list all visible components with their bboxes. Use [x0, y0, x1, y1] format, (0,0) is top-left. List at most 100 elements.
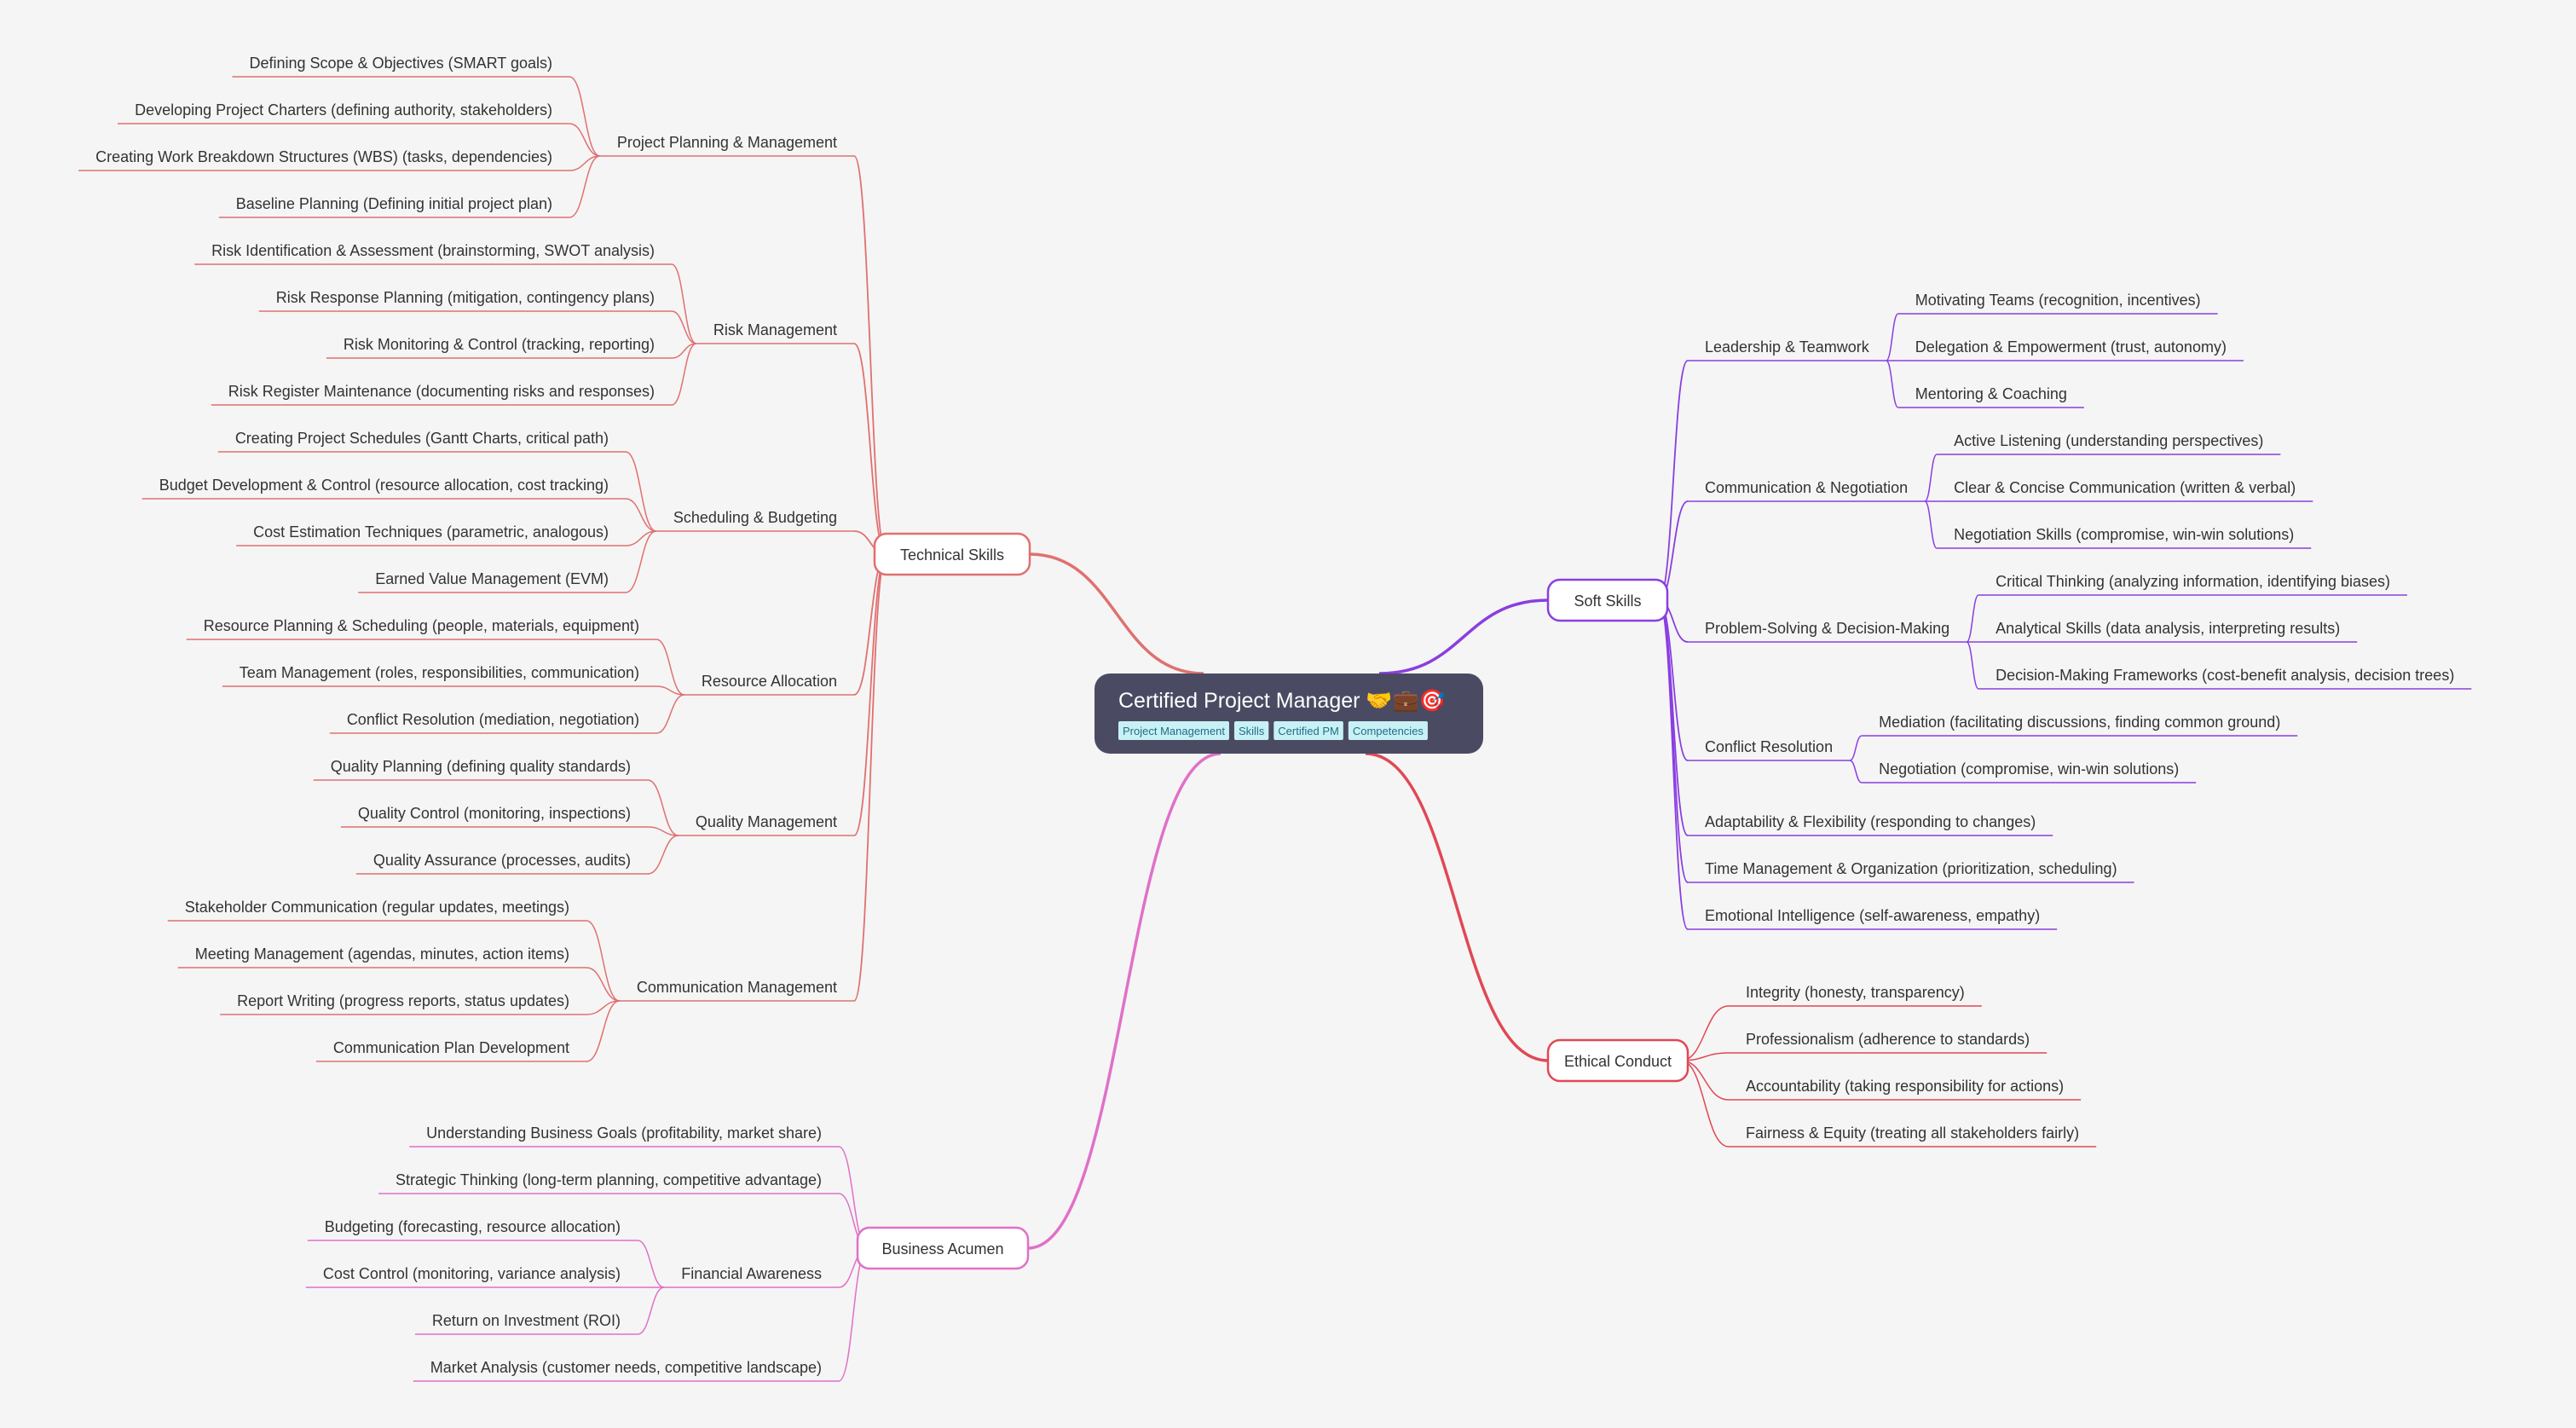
connector-line — [656, 694, 685, 734]
leaf-node[interactable]: Mediation (facilitating discussions, fin… — [1879, 714, 2280, 731]
sub-node[interactable]: Emotional Intelligence (self-awareness, … — [1705, 907, 2040, 924]
leaf-node[interactable]: Accountability (taking responsibility fo… — [1746, 1078, 2064, 1095]
leaf-node[interactable]: Stakeholder Communication (regular updat… — [185, 899, 569, 916]
sub-node[interactable]: Financial Awareness — [681, 1265, 822, 1282]
connector-line — [637, 1286, 665, 1335]
leaf-node[interactable]: Quality Planning (defining quality stand… — [331, 758, 631, 775]
root-node[interactable] — [1095, 674, 1483, 754]
connector-line — [625, 498, 656, 532]
connector-line — [656, 685, 684, 696]
connector-line — [1378, 598, 1549, 675]
leaf-node[interactable]: Budgeting (forecasting, resource allocat… — [325, 1218, 621, 1235]
leaf-node[interactable]: Developing Project Charters (defining au… — [135, 101, 552, 119]
leaf-node[interactable]: Decision-Making Frameworks (cost-benefit… — [1996, 667, 2454, 684]
branch-label: Technical Skills — [900, 546, 1004, 564]
leaf-node[interactable]: Defining Scope & Objectives (SMART goals… — [250, 55, 553, 72]
connector-line — [647, 826, 679, 836]
leaf-node[interactable]: Meeting Management (agendas, minutes, ac… — [195, 945, 569, 963]
connector-line — [625, 451, 657, 532]
sub-node[interactable]: Adaptability & Flexibility (responding t… — [1705, 813, 2036, 830]
leaf-node[interactable]: Understanding Business Goals (profitabil… — [426, 1124, 822, 1142]
sub-node[interactable]: Time Management & Organization (prioriti… — [1705, 860, 2117, 877]
connector-line — [586, 920, 621, 1002]
tag-label: Certified PM — [1278, 725, 1339, 737]
connector-line — [569, 76, 601, 157]
leaf-node[interactable]: Communication Plan Development — [333, 1039, 569, 1056]
leaf-node[interactable]: Motivating Teams (recognition, incentive… — [1915, 292, 2201, 309]
tag-badge — [1348, 721, 1428, 740]
sub-node[interactable]: Conflict Resolution — [1705, 738, 1833, 755]
sub-node[interactable]: Communication & Negotiation — [1705, 479, 1908, 496]
branch-label: Soft Skills — [1574, 593, 1641, 610]
connector-line — [1924, 454, 1938, 502]
sub-node[interactable]: Communication Management — [637, 979, 837, 996]
sub-node[interactable]: Risk Management — [713, 321, 837, 338]
sub-node[interactable]: Quality Management — [696, 813, 837, 830]
leaf-node[interactable]: Return on Investment (ROI) — [432, 1312, 621, 1329]
sub-node[interactable]: Problem-Solving & Decision-Making — [1705, 620, 1949, 637]
connector-line — [1886, 360, 1899, 408]
leaf-node[interactable]: Professionalism (adherence to standards) — [1746, 1031, 2030, 1048]
leaf-node[interactable]: Risk Monitoring & Control (tracking, rep… — [344, 336, 655, 353]
sub-node[interactable]: Leadership & Teamwork — [1705, 338, 1870, 356]
leaf-node[interactable]: Clear & Concise Communication (written &… — [1954, 479, 2296, 496]
connector-line — [586, 1000, 621, 1062]
leaf-node[interactable]: Negotiation Skills (compromise, win-win … — [1954, 526, 2294, 543]
leaf-node[interactable]: Budget Development & Control (resource a… — [159, 477, 609, 494]
tag-label: Skills — [1239, 725, 1265, 737]
leaf-node[interactable]: Report Writing (progress reports, status… — [237, 992, 569, 1009]
connector-line — [1849, 735, 1863, 761]
leaf-node[interactable]: Baseline Planning (Defining initial proj… — [236, 195, 552, 212]
leaf-node[interactable]: Fairness & Equity (treating all stakehol… — [1746, 1124, 2079, 1142]
leaf-node[interactable]: Cost Control (monitoring, variance analy… — [323, 1265, 621, 1282]
leaf-node[interactable]: Quality Assurance (processes, audits) — [373, 852, 631, 869]
connector-line — [853, 155, 887, 555]
tag-badge — [1118, 721, 1229, 740]
leaf-node[interactable]: Conflict Resolution (mediation, negotiat… — [347, 711, 639, 728]
connector-line — [853, 343, 887, 555]
branch-node[interactable] — [1546, 578, 1669, 622]
connector-line — [1886, 313, 1899, 361]
leaf-node[interactable]: Critical Thinking (analyzing information… — [1996, 573, 2390, 590]
leaf-node[interactable]: Cost Estimation Techniques (parametric, … — [253, 523, 609, 541]
leaf-node[interactable]: Risk Identification & Assessment (brains… — [211, 242, 655, 259]
leaf-node[interactable]: Negotiation (compromise, win-win solutio… — [1879, 760, 2179, 778]
leaf-node[interactable]: Creating Project Schedules (Gantt Charts… — [235, 430, 609, 447]
connector-line — [671, 263, 697, 344]
branch-node[interactable] — [873, 532, 1031, 576]
leaf-node[interactable]: Team Management (roles, responsibilities… — [240, 664, 639, 681]
connector-line — [586, 967, 620, 1002]
connector-line — [569, 123, 600, 157]
branch-node[interactable] — [856, 1226, 1030, 1270]
connector-line — [671, 310, 697, 344]
connector-line — [1027, 752, 1222, 1250]
tag-label: Competencies — [1353, 725, 1424, 737]
connector-line — [1966, 641, 1979, 690]
sub-node[interactable]: Resource Allocation — [702, 673, 837, 690]
branch-label: Ethical Conduct — [1564, 1053, 1672, 1070]
leaf-node[interactable]: Delegation & Empowerment (trust, autonom… — [1915, 338, 2227, 356]
leaf-node[interactable]: Mentoring & Coaching — [1915, 385, 2067, 402]
connector-line — [625, 530, 657, 593]
sub-node[interactable]: Project Planning & Management — [617, 134, 837, 151]
leaf-node[interactable]: Earned Value Management (EVM) — [375, 570, 609, 587]
leaf-node[interactable]: Creating Work Breakdown Structures (WBS)… — [95, 148, 552, 165]
leaf-node[interactable]: Active Listening (understanding perspect… — [1954, 432, 2263, 449]
node-layer: Certified Project Manager 🤝💼🎯Project Man… — [95, 55, 2454, 1376]
leaf-node[interactable]: Analytical Skills (data analysis, interp… — [1996, 620, 2340, 637]
leaf-node[interactable]: Strategic Thinking (long-term planning, … — [396, 1171, 822, 1188]
leaf-node[interactable]: Resource Planning & Scheduling (people, … — [204, 617, 639, 634]
leaf-node[interactable]: Integrity (honesty, transparency) — [1746, 984, 1965, 1001]
leaf-node[interactable]: Market Analysis (customer needs, competi… — [430, 1359, 822, 1376]
branch-node[interactable] — [1546, 1038, 1689, 1083]
connector-line — [1658, 360, 1689, 601]
sub-node[interactable]: Scheduling & Budgeting — [673, 509, 837, 526]
tag-label: Project Management — [1123, 725, 1225, 737]
connector-line — [1365, 752, 1549, 1062]
connector-line — [1029, 552, 1204, 675]
leaf-node[interactable]: Quality Control (monitoring, inspections… — [358, 805, 631, 822]
leaf-node[interactable]: Risk Response Planning (mitigation, cont… — [276, 289, 655, 306]
leaf-node[interactable]: Risk Register Maintenance (documenting r… — [228, 383, 655, 400]
connector-line — [1658, 599, 1689, 930]
connector-line — [637, 1240, 665, 1288]
